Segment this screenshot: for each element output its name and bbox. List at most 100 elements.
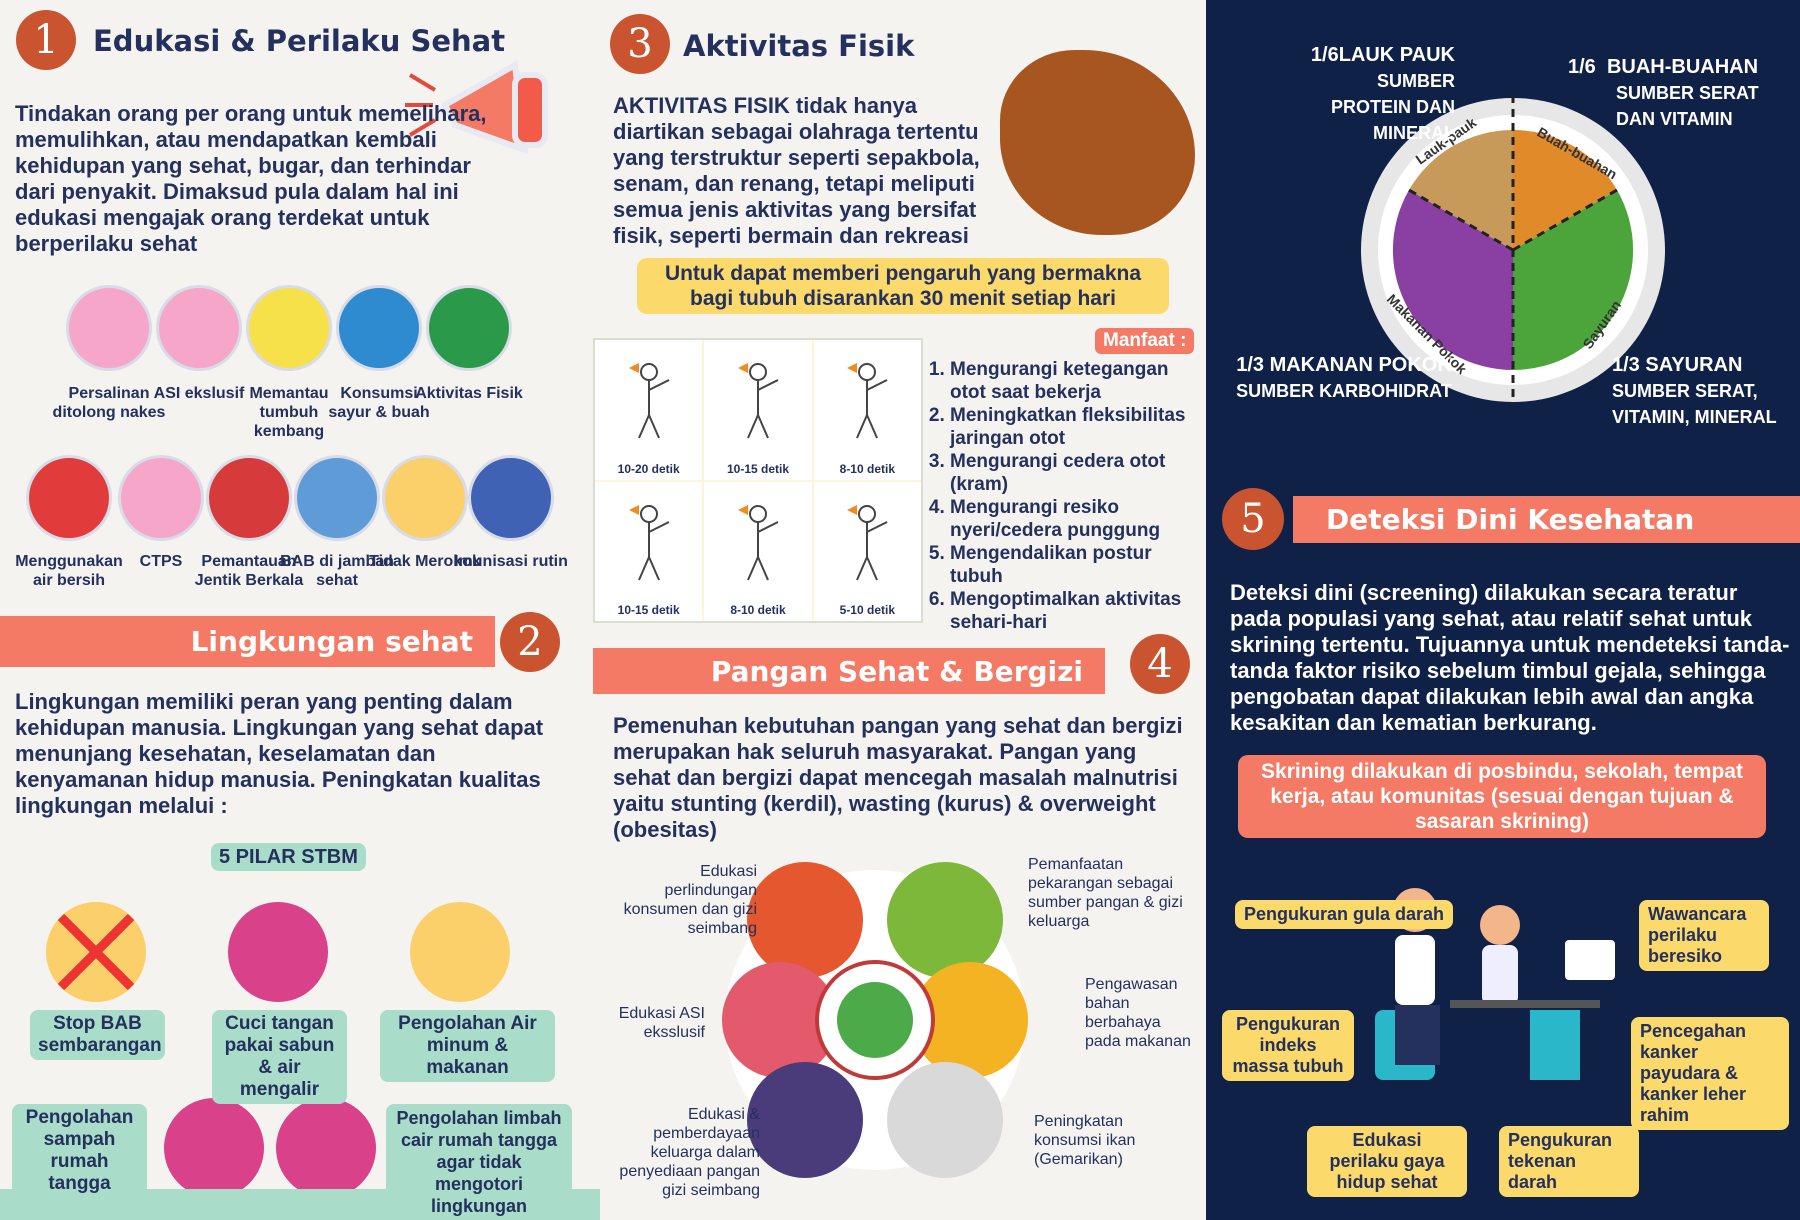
section-title-5: Deteksi Dini Kesehatan [1293,496,1800,543]
stretch-step: 5-10 detik [813,481,921,621]
screening-item-5: Edukasi perilaku gaya hidup sehat [1307,1126,1467,1197]
food-item-5: Edukasi & pemberdayaan keluarga dalam pe… [619,1106,760,1199]
phbs-icon [118,455,204,541]
section-body-4: Pemenuhan kebutuhan pangan yang sehat da… [613,713,1183,842]
healthy-behavior-icon [156,285,242,371]
benefit-item: Mengurangi resiko nyeri/cedera punggung [950,496,1202,542]
section-title-3: Aktivitas Fisik [683,29,915,63]
healthy-behavior-icon [336,285,422,371]
section-title-4: Pangan Sehat & Bergizi [593,648,1105,694]
plate-pokok: 1/3 MAKANAN POKOK SUMBER KARBOHIDRAT [1224,352,1464,404]
stbm-item-5: Pengolahan limbah cair rumah tangga agar… [386,1104,572,1220]
stretch-duration: 8-10 detik [839,461,895,476]
stretch-duration: 10-20 detik [617,461,680,476]
phbs-icon [468,455,554,541]
stretch-duration: 10-15 detik [726,461,790,476]
benefit-item: Mengurangi ketegangan otot saat bekerja [950,358,1202,404]
plate-name: MAKANAN POKOK [1269,354,1452,376]
healthy-behavior-label: Persalinan ditolong nakes [52,385,166,421]
activity-highlight: Untuk dapat memberi pengaruh yang bermak… [637,258,1169,314]
benefit-item: Mengurangi cedera otot (kram) [950,450,1202,496]
stbm-item-3: Pengolahan Air minum & makanan [380,1010,555,1082]
plate-desc: SUMBER SERAT DAN VITAMIN [1616,83,1759,129]
plate-desc: SUMBER PROTEIN DAN MINERAL [1330,71,1455,143]
stretch-step: 8-10 detik [813,340,921,480]
stbm-item-1: Stop BAB sembarangan [30,1010,165,1060]
plate-sayur: 1/3 SAYURAN SUMBER SERAT, VITAMIN, MINER… [1612,352,1797,430]
food-item-3: Edukasi ASI eksslusif [618,1005,705,1041]
plate-fraction: 1/3 [1236,354,1265,376]
phbs-icon [294,455,380,541]
screening-item-3: Pengukuran indeks massa tubuh [1222,1010,1354,1081]
healthy-behavior-label: Konsumsi sayur & buah [328,385,430,421]
section-title-2: Lingkungan sehat [0,616,495,667]
water-bottle-icon [410,902,510,1002]
section-body-5: Deteksi dini (screening) dilakukan secar… [1230,580,1790,735]
screening-item-2: Wawancara perilaku beresiko [1639,900,1769,971]
healthy-behavior-label: Memantau tumbuh kembang [249,385,329,440]
phbs-label: BAB di jamban sehat [280,553,394,589]
section-number-2: 2 [500,612,560,672]
screening-item-6: Pengukuran tekenan darah [1499,1126,1639,1197]
plate-fraction: 1/6 [1568,56,1596,78]
section-body-3: AKTIVITAS FISIK tidak hanya diartikan se… [613,93,980,248]
plate-name: BUAH-BUAHAN [1606,56,1759,78]
screening-highlight: Skrining dilakukan di posbindu, sekolah,… [1238,755,1766,838]
stretch-step: 8-10 detik [704,481,812,621]
plate-desc: SUMBER SERAT, VITAMIN, MINERAL [1612,381,1777,427]
screening-item-4: Pencegahan kanker payudara & kanker lehe… [1631,1017,1789,1130]
section-number-1: 1 [16,10,76,70]
wastewater-icon [276,1098,376,1198]
stretch-step: 10-20 detik [595,340,703,480]
section-number-3: 3 [610,14,670,74]
benefit-item: Mengendalikan postur tubuh [950,542,1202,588]
stop-bab-icon [46,902,146,1002]
exercise-kids-illustration [1000,50,1195,235]
stbm-badge: 5 PILAR STBM [211,843,366,871]
megaphone-icon [405,60,548,155]
food-item-1: Edukasi perlindungan konsumen dan gizi s… [623,863,757,937]
benefit-item: Meningkatkan fleksibilitas jaringan otot [950,404,1202,450]
plate-desc: SUMBER KARBOHIDRAT [1236,381,1452,401]
healthy-behavior-icon [426,285,512,371]
plate-name: LAUK PAUK [1338,44,1455,66]
plate-fraction: 1/3 [1612,354,1640,376]
handwash-icon [228,902,328,1002]
section-number-5: 5 [1222,488,1284,550]
stbm-item-4: Pengolahan sampah rumah tangga [12,1104,147,1198]
phbs-label: Imunisasi rutin [454,553,568,570]
isi-piringku-plate: Lauk-pauk Buah-buahan Makanan Pokok Sayu… [1361,95,1665,405]
plate-name: SAYURAN [1645,354,1743,376]
phbs-label: Menggunakan air bersih [15,553,123,589]
stretch-duration: 8-10 detik [730,603,786,617]
healthy-behavior-label: ASI ekslusif [153,385,245,402]
plate-fraction: 1/6 [1310,44,1339,66]
healthy-behavior-label: Aktivitas Fisik [415,385,523,402]
phbs-icon [206,455,292,541]
section-title-1: Edukasi & Perilaku Sehat [93,24,506,58]
screening-item-1: Pengukuran gula darah [1235,900,1454,929]
section-body-1: Tindakan orang per orang untuk memelihar… [15,101,487,256]
phbs-label: CTPS [139,553,183,570]
benefit-item: Mengoptimalkan aktivitas sehari-hari [950,588,1202,634]
section-number-4: 4 [1130,634,1190,694]
healthy-behavior-icon [66,285,152,371]
plate-buah: 1/6 BUAH-BUAHAN SUMBER SERAT DAN VITAMIN [1568,54,1800,132]
benefit-label: Manfaat : [1095,328,1195,354]
section-body-2: Lingkungan memiliki peran yang penting d… [15,689,544,818]
stretch-grid: 10-20 detik 10-15 detik 8-10 detik 10-15 de… [593,338,923,623]
stretch-step: 10-15 detik [595,481,703,621]
plate-lauk: 1/6LAUK PAUK SUMBER PROTEIN DAN MINERAL [1235,42,1455,146]
trash-bin-icon [164,1098,264,1198]
phbs-label: Tidak Merokok [369,553,481,570]
stretch-step: 10-15 detik [704,340,812,480]
phbs-icon [382,455,468,541]
phbs-icon [26,455,112,541]
stbm-item-2: Cuci tangan pakai sabun & air mengalir [212,1010,347,1104]
stretch-duration: 5-10 detik [839,603,895,617]
benefit-list: Mengurangi ketegangan otot saat bekerjaM… [932,358,1202,634]
stretch-duration: 10-15 detik [617,603,680,617]
food-item-4: Pengawasan bahan berbahaya pada makanan [1085,976,1191,1050]
phbs-label: Pemantauan Jentik Berkala [194,553,304,589]
nutrition-flower-diagram [722,862,1028,1178]
